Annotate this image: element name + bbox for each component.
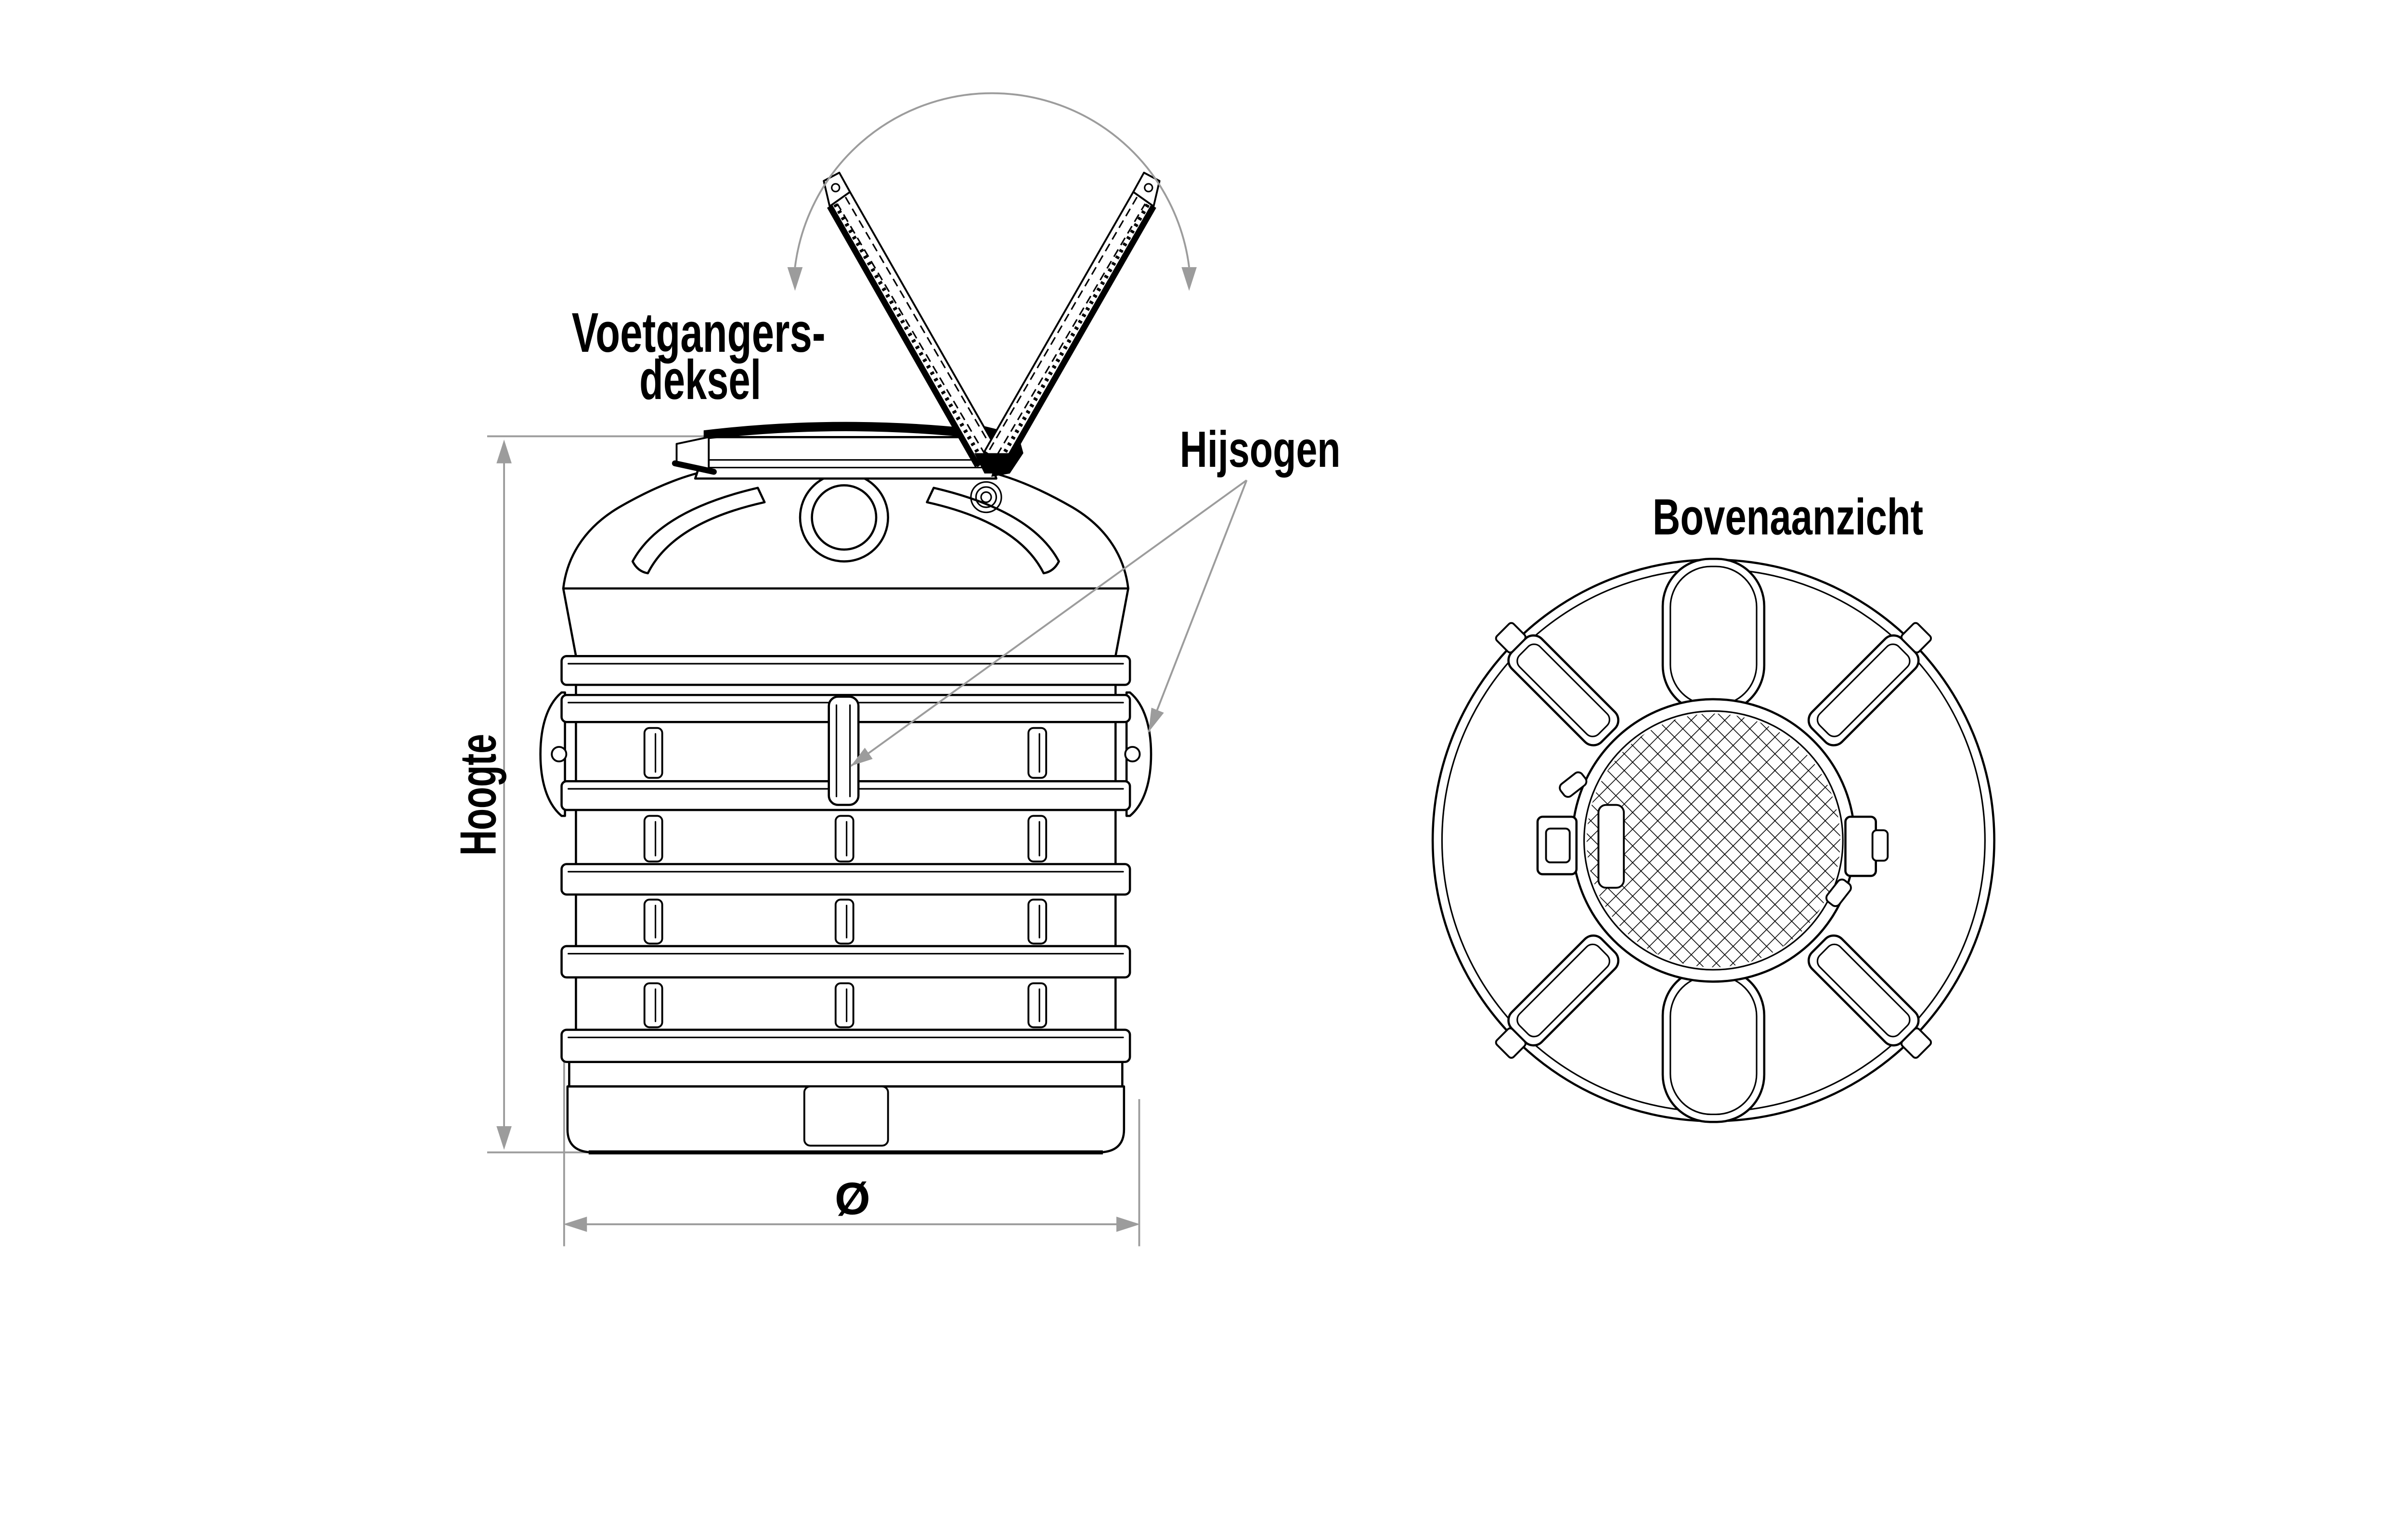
flap-tip-hole xyxy=(1144,183,1153,192)
label-lifting-eyes: Hijsogen xyxy=(1180,422,1341,478)
latch-tab xyxy=(1825,878,1852,907)
rib-end-tab xyxy=(1495,622,1527,654)
rib-clip xyxy=(834,982,854,1028)
anti-slip-mesh xyxy=(1586,713,1840,967)
bracket-edge xyxy=(672,460,717,475)
hinge-block-left xyxy=(1536,771,1588,875)
hinge-base xyxy=(974,453,1015,474)
rib-end-tab xyxy=(1900,1027,1932,1059)
diameter-dimension xyxy=(563,1046,1140,1246)
tank-front xyxy=(539,171,1161,1155)
rib-band xyxy=(560,863,1131,896)
lid-swing-arc-icon xyxy=(787,92,1197,291)
leader-arrow-icon xyxy=(851,747,873,766)
lid-flap-left xyxy=(823,171,999,468)
rib-clip xyxy=(643,982,663,1028)
vertical-rib-bottom xyxy=(1661,967,1766,1123)
hinge-tab xyxy=(1559,771,1588,798)
hinge-spring-coil xyxy=(980,491,992,503)
neck-right xyxy=(1114,587,1129,657)
rib-clip xyxy=(643,815,663,863)
rib-bands xyxy=(560,655,1131,1063)
central-lifting-tab xyxy=(828,695,860,806)
pedestrian-lid-mesh xyxy=(1571,698,1856,983)
lid-flap-right xyxy=(984,171,1161,468)
arrow-down-icon xyxy=(496,1126,512,1150)
shoulder-rib-left xyxy=(631,487,766,575)
rib-clip xyxy=(643,727,663,779)
latch-block-right xyxy=(1825,815,1889,907)
cross-rib xyxy=(1807,934,1920,1047)
rib-end-tab xyxy=(1495,1027,1527,1059)
lid-collar xyxy=(672,422,1023,513)
cross-rib xyxy=(1507,934,1619,1047)
cross-rib xyxy=(1507,634,1619,746)
cross-rib xyxy=(1807,634,1920,746)
neck-left xyxy=(562,587,577,657)
label-top-view-title: Bovenaanzicht xyxy=(1653,489,1923,545)
label-diameter-symbol: Ø xyxy=(835,1173,870,1224)
hijsogen-leader-lines xyxy=(850,479,1248,767)
rib-clip xyxy=(834,815,854,863)
technical-drawing: Voetgangers- deksel Hijsogen Hoogte Ø Bo… xyxy=(450,92,1995,1246)
lug-hole-left xyxy=(551,746,568,763)
collar-frame xyxy=(694,436,997,480)
arrow-left-icon xyxy=(563,1217,587,1232)
vertical-rib-top xyxy=(1661,557,1766,714)
rib-clips xyxy=(643,695,1048,1028)
rib-clip xyxy=(1027,982,1048,1028)
shoulder-rib-right xyxy=(926,487,1060,575)
arrow-up-icon xyxy=(496,439,512,463)
rib-clip xyxy=(1027,727,1048,779)
rib-end-tab xyxy=(1900,622,1932,654)
top-view xyxy=(1431,557,1995,1123)
drawing-canvas: Voetgangers- deksel Hijsogen Hoogte Ø Bo… xyxy=(450,92,1995,1246)
collar-top-rim xyxy=(703,422,988,440)
height-dimension xyxy=(487,435,709,1154)
base-panel xyxy=(803,1085,889,1147)
rib-clip xyxy=(1027,898,1048,945)
flap-tip-hole xyxy=(831,183,841,192)
label-height: Hoogte xyxy=(451,734,507,856)
cross-ribs xyxy=(1495,622,1932,1059)
flap-tip-cap xyxy=(823,171,851,207)
rib-band xyxy=(560,1028,1131,1063)
vertical-ribs xyxy=(1661,557,1766,1123)
rib-band xyxy=(560,945,1131,979)
label-pedestrian-lid-line1: Voetgangers- xyxy=(572,301,826,364)
front-view xyxy=(487,92,1248,1246)
flap-outer-edge xyxy=(1002,205,1156,468)
label-pedestrian-lid-line2: deksel xyxy=(639,348,761,411)
rib-clip xyxy=(1027,815,1048,863)
arrow-right-icon xyxy=(1116,1217,1140,1232)
rib-clip xyxy=(643,898,663,945)
access-port-inner xyxy=(811,484,878,551)
base-step xyxy=(568,1061,1124,1088)
rib-clip xyxy=(834,898,854,945)
lid-ring-inner xyxy=(1583,710,1844,971)
rib-band xyxy=(560,655,1131,686)
flap-outer-edge xyxy=(827,205,981,468)
lug-hole-right xyxy=(1124,746,1141,763)
leader-arrow-icon xyxy=(1148,707,1164,732)
lid-handle-slot xyxy=(1597,804,1625,889)
flap-tip-cap xyxy=(1132,171,1161,207)
